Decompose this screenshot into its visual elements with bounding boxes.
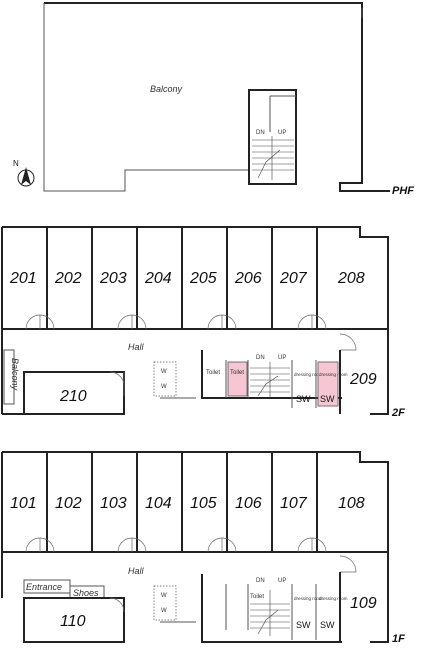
phf-up-label: UP (278, 130, 286, 136)
room-204: 204 (144, 270, 172, 287)
room-105: 105 (190, 495, 217, 512)
floor2-doors (25, 314, 357, 351)
room-202: 202 (54, 270, 82, 287)
floor1-shoes-label: Shoes (73, 588, 99, 598)
room-203: 203 (99, 270, 127, 287)
floor2-w-mark-2: W (161, 384, 167, 390)
room-207: 207 (279, 270, 308, 287)
room-205: 205 (189, 270, 217, 287)
room-104: 104 (145, 495, 172, 512)
floor2-dressing-2: dressing room (319, 372, 348, 377)
floor1-doors (25, 537, 357, 573)
room-108: 108 (338, 495, 365, 512)
floor1-sw-2: SW (320, 620, 335, 630)
floor2-room-walls (2, 227, 388, 330)
floor2-sw-1: SW (296, 394, 311, 404)
north-arrow-icon: N (13, 159, 35, 187)
room-201: 201 (9, 270, 37, 287)
floor1-room-walls (2, 452, 388, 553)
floor2-toilet-label: Toilet (206, 370, 220, 376)
floor1-dressing-1: dressing room (294, 596, 323, 601)
phf-dn-label: DN (256, 130, 265, 136)
floor1-w-mark-2: W (161, 608, 167, 614)
north-label: N (13, 159, 19, 168)
floor2-toilet-pink-label: Toilet (230, 370, 244, 376)
phf-stair-treads (252, 136, 294, 180)
floor2-w-mark-1: W (161, 369, 167, 375)
room-101: 101 (10, 495, 37, 512)
room-210: 210 (59, 388, 87, 405)
phf-floor-label: PHF (392, 185, 414, 197)
room-106: 106 (235, 495, 262, 512)
floor2-dn-label: DN (256, 355, 265, 361)
floor1-stair (250, 590, 290, 636)
room-206: 206 (234, 270, 262, 287)
floor-1: 101 102 103 104 105 106 107 108 Hall Ent… (1, 451, 405, 645)
room-103: 103 (100, 495, 127, 512)
floor2-floor-label: 2F (391, 407, 405, 419)
room-102: 102 (55, 495, 82, 512)
floor2-highlighted-toilet (227, 361, 248, 397)
phf-floor: DN UP Balcony PHF N (13, 2, 414, 197)
room-209: 209 (349, 371, 377, 388)
floor1-sw-1: SW (296, 620, 311, 630)
floor2-dressing-1: dressing room (294, 372, 323, 377)
floor2-up-label: UP (278, 355, 286, 361)
phf-stair-room (248, 89, 297, 185)
room-208: 208 (337, 270, 365, 287)
floor1-w-mark-1: W (161, 593, 167, 599)
floor2-hall-label: Hall (128, 342, 145, 352)
floor1-entrance-label: Entrance (26, 582, 62, 592)
floor2-highlighted-dressing (317, 361, 339, 407)
floor1-up-label: UP (278, 578, 286, 584)
floor1-toilet-label: Toilet (250, 594, 264, 600)
floor1-dressing-2: dressing room (319, 596, 348, 601)
floor1-floor-label: 1F (392, 633, 405, 645)
floor1-dn-label: DN (256, 578, 265, 584)
floor2-sw-2: SW (320, 394, 335, 404)
floor2-balcony-label: Balcony (10, 358, 20, 391)
room-110: 110 (60, 613, 86, 630)
floor-2: 201 202 203 204 205 206 207 208 Hall Bal… (1, 226, 405, 419)
floor1-hall-label: Hall (128, 566, 145, 576)
phf-balcony-label: Balcony (150, 84, 183, 94)
room-107: 107 (280, 495, 308, 512)
floor2-stair (250, 362, 290, 398)
room-109: 109 (350, 595, 377, 612)
